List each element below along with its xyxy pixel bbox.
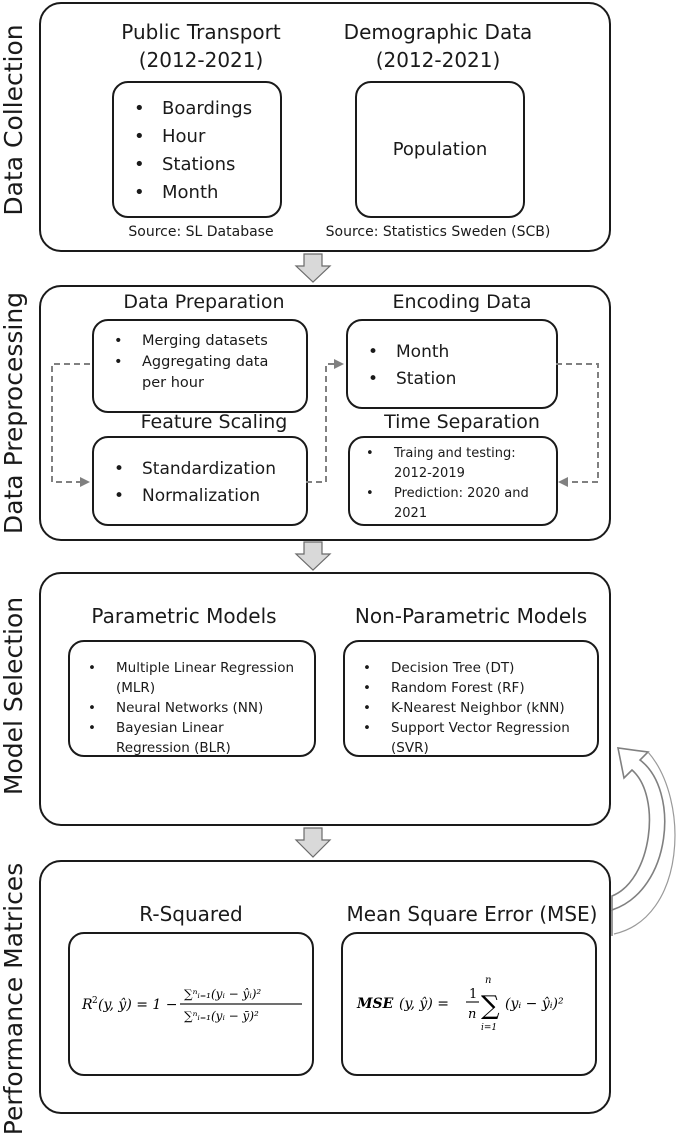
svg-text:2: 2 bbox=[92, 996, 98, 1006]
down-arrow-icon bbox=[294, 541, 332, 571]
performance-matrices-stage: R-Squared R 2 (y, ŷ) = 1 − ∑ⁿᵢ₌₁(yᵢ − ŷᵢ… bbox=[39, 860, 611, 1114]
public-transport-title: Public Transport bbox=[121, 20, 281, 44]
demographic-period: (2012-2021) bbox=[375, 48, 501, 72]
public-transport-box: Boardings Hour Stations Month bbox=[112, 81, 282, 218]
list-item: Decision Tree (DT) bbox=[363, 658, 587, 678]
list-item: Neural Networks (NN) bbox=[88, 698, 300, 718]
model-selection-stage: Parametric Models Multiple Linear Regres… bbox=[39, 572, 611, 826]
list-item: Hour bbox=[134, 123, 252, 151]
svg-text:R: R bbox=[81, 997, 93, 1013]
dashed-arrow-encoding-to-separation bbox=[556, 363, 599, 487]
list-item: Stations bbox=[134, 151, 252, 179]
list-item: Random Forest (RF) bbox=[363, 678, 587, 698]
time-separation-list: Traing and testing: 2012-2019 Prediction… bbox=[366, 444, 536, 524]
non-parametric-models-title: Non-Parametric Models bbox=[354, 604, 588, 628]
list-item: Standardization bbox=[114, 456, 276, 483]
time-separation-title: Time Separation bbox=[384, 411, 540, 433]
down-arrow-icon bbox=[294, 253, 332, 283]
list-item: Prediction: 2020 and 2021 bbox=[366, 484, 536, 524]
svg-text:∑ⁿᵢ₌₁(yᵢ − ȳ)²: ∑ⁿᵢ₌₁(yᵢ − ȳ)² bbox=[184, 1009, 259, 1023]
mse-formula: MSE (y, ŷ) = 1 n n ∑ i=1 (yᵢ − ŷᵢ)² bbox=[353, 968, 589, 1044]
list-item: Boardings bbox=[134, 95, 252, 123]
list-item: Month bbox=[134, 179, 252, 207]
svg-text:∑: ∑ bbox=[481, 991, 500, 1021]
list-item: Aggregating data per hour bbox=[114, 352, 294, 394]
svg-text:∑ⁿᵢ₌₁(yᵢ − ŷᵢ)²: ∑ⁿᵢ₌₁(yᵢ − ŷᵢ)² bbox=[184, 987, 261, 1001]
list-item: Normalization bbox=[114, 483, 276, 510]
population-label: Population bbox=[392, 139, 488, 160]
list-item: Multiple Linear Regression (MLR) bbox=[88, 658, 300, 698]
mse-title: Mean Square Error (MSE) bbox=[346, 902, 598, 926]
data-collection-stage: Public Transport (2012-2021) Boardings H… bbox=[39, 2, 611, 252]
list-item: K-Nearest Neighbor (kNN) bbox=[363, 698, 587, 718]
non-parametric-models-box: Decision Tree (DT) Random Forest (RF) K-… bbox=[343, 640, 599, 757]
data-preparation-box: Merging datasets Aggregating data per ho… bbox=[92, 319, 308, 413]
data-preparation-list: Merging datasets Aggregating data per ho… bbox=[114, 331, 294, 394]
svg-text:(yᵢ − ŷᵢ)²: (yᵢ − ŷᵢ)² bbox=[505, 995, 564, 1012]
svg-text:n: n bbox=[468, 1007, 476, 1022]
r-squared-box: R 2 (y, ŷ) = 1 − ∑ⁿᵢ₌₁(yᵢ − ŷᵢ)² ∑ⁿᵢ₌₁(y… bbox=[68, 932, 314, 1076]
data-preprocessing-stage: Data Preparation Merging datasets Aggreg… bbox=[39, 285, 611, 541]
demographic-title: Demographic Data bbox=[343, 20, 533, 44]
demographic-source: Source: Statistics Sweden (SCB) bbox=[325, 224, 551, 240]
dashed-arrow-prep-to-scaling bbox=[51, 363, 90, 487]
list-item: Station bbox=[368, 366, 456, 393]
encoding-data-box: Month Station bbox=[346, 319, 558, 409]
mse-box: MSE (y, ŷ) = 1 n n ∑ i=1 (yᵢ − ŷᵢ)² bbox=[341, 932, 597, 1076]
data-preparation-title: Data Preparation bbox=[123, 291, 285, 313]
down-arrow-icon bbox=[294, 827, 332, 858]
svg-text:(y, ŷ) = 1 −: (y, ŷ) = 1 − bbox=[98, 996, 178, 1013]
encoding-data-list: Month Station bbox=[368, 339, 456, 393]
public-transport-period: (2012-2021) bbox=[138, 48, 264, 72]
feature-scaling-title: Feature Scaling bbox=[140, 411, 288, 433]
parametric-models-box: Multiple Linear Regression (MLR) Neural … bbox=[68, 640, 316, 757]
encoding-data-title: Encoding Data bbox=[392, 291, 532, 313]
list-item: Bayesian Linear Regression (BLR) bbox=[88, 718, 300, 758]
feature-scaling-box: Standardization Normalization bbox=[92, 436, 308, 526]
r-squared-title: R-Squared bbox=[139, 902, 243, 926]
list-item: Traing and testing: 2012-2019 bbox=[366, 444, 536, 484]
list-item: Support Vector Regression (SVR) bbox=[363, 718, 587, 758]
transport-source: Source: SL Database bbox=[128, 224, 274, 240]
feedback-curved-arrow-icon bbox=[611, 747, 676, 936]
r-squared-formula: R 2 (y, ŷ) = 1 − ∑ⁿᵢ₌₁(yᵢ − ŷᵢ)² ∑ⁿᵢ₌₁(y… bbox=[80, 974, 306, 1034]
svg-text:1: 1 bbox=[469, 987, 477, 1002]
svg-text:n: n bbox=[485, 975, 491, 986]
parametric-models-title: Parametric Models bbox=[91, 604, 277, 628]
svg-text:(y, ŷ) =: (y, ŷ) = bbox=[399, 995, 449, 1012]
list-item: Merging datasets bbox=[114, 331, 294, 352]
svg-text:i=1: i=1 bbox=[481, 1023, 497, 1033]
svg-text:MSE: MSE bbox=[356, 996, 394, 1012]
feature-scaling-list: Standardization Normalization bbox=[114, 456, 276, 510]
parametric-models-list: Multiple Linear Regression (MLR) Neural … bbox=[88, 658, 300, 758]
dashed-arrow-scaling-to-encoding bbox=[306, 359, 344, 483]
list-item: Month bbox=[368, 339, 456, 366]
non-parametric-models-list: Decision Tree (DT) Random Forest (RF) K-… bbox=[363, 658, 587, 758]
time-separation-box: Traing and testing: 2012-2019 Prediction… bbox=[348, 436, 558, 526]
demographic-box: Population bbox=[355, 81, 525, 218]
public-transport-list: Boardings Hour Stations Month bbox=[134, 95, 252, 207]
